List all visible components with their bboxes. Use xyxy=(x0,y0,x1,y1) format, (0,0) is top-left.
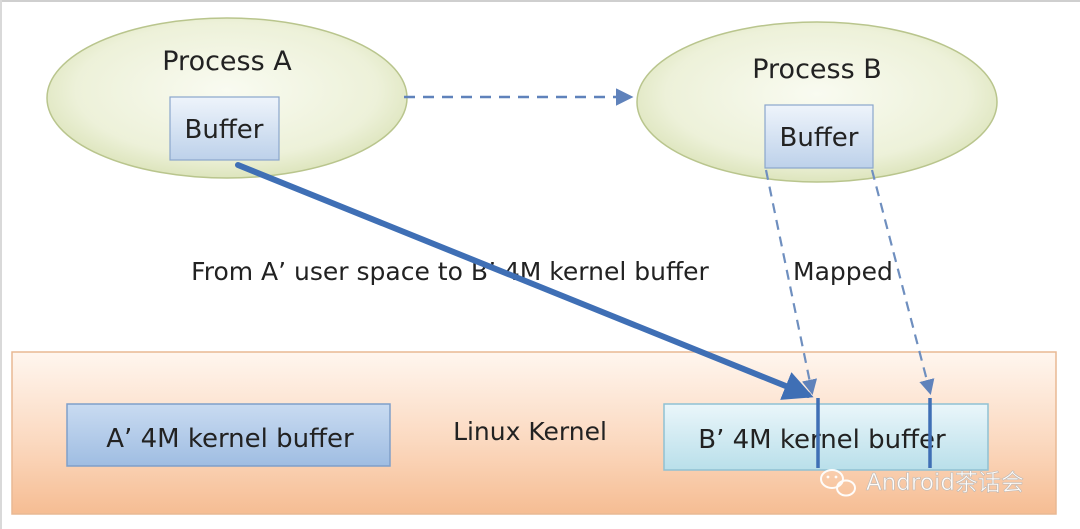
kernel-buffer-a-label: A’ 4M kernel buffer xyxy=(106,424,354,454)
process-a-buffer-box xyxy=(169,96,280,161)
mapped-label: Mapped xyxy=(793,257,893,286)
process-a-node: Process A Buffer xyxy=(46,17,408,179)
watermark: Android茶话会 xyxy=(820,469,1024,497)
process-a-buffer-label: Buffer xyxy=(185,115,264,145)
kernel-buffer-b-label: B’ 4M kernel buffer xyxy=(698,425,946,455)
process-a-title: Process A xyxy=(162,46,292,77)
kernel-buffer-a xyxy=(66,403,391,467)
process-b-buffer-label: Buffer xyxy=(780,123,859,153)
mapped-arrow-right xyxy=(870,169,935,395)
watermark-text: Android茶话会 xyxy=(866,470,1024,496)
process-b-node: Process B Buffer xyxy=(636,21,998,183)
copy-arrow xyxy=(235,162,814,400)
mapped-arrow-left xyxy=(764,169,818,396)
process-b-title: Process B xyxy=(752,54,882,85)
process-b-buffer-box xyxy=(764,104,874,169)
wechat-icon xyxy=(820,469,856,497)
kernel-buffer-b xyxy=(663,403,989,471)
process-b-ellipse xyxy=(636,21,998,183)
copy-label: From A’ user space to B’ 4M kernel buffe… xyxy=(191,257,709,286)
linux-kernel-label: Linux Kernel xyxy=(453,417,607,446)
